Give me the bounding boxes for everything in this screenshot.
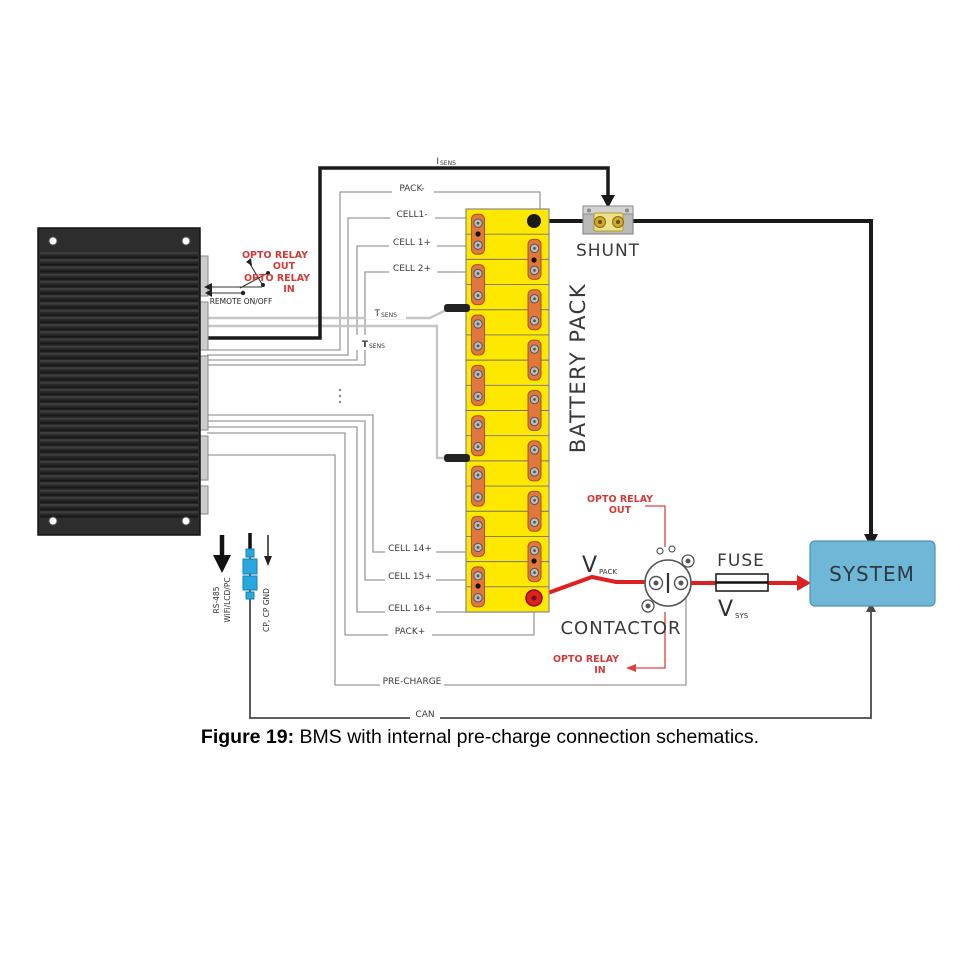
wire-opto-in (630, 612, 666, 669)
figure-caption-text: BMS with internal pre-charge connection … (294, 726, 760, 748)
wire-can (249, 548, 872, 719)
rs485-arrowhead (213, 555, 231, 573)
busbar (527, 390, 542, 431)
system-left-arrowhead (797, 575, 811, 591)
rs485-label-l2: WiFi/LCD/PC (223, 577, 232, 622)
busbar (527, 339, 542, 381)
wire-pack-minus (207, 191, 541, 351)
tsens2-label: T (362, 340, 369, 350)
cell-15p-label: CELL 15+ (388, 572, 432, 582)
wire-ellipsis (338, 388, 342, 404)
wire-labels: I SENS PACK- CELL1- CELL 1+ CELL 2+ T SE… (362, 157, 456, 720)
bms-unit (37, 227, 209, 536)
isens-label: I (436, 157, 439, 167)
rs485-label-l1: RS-485 (212, 586, 221, 613)
opto-out-contactor-l1: OPTO RELAY (587, 494, 653, 505)
busbar (471, 364, 485, 406)
cell-16p-label: CELL 16+ (388, 604, 432, 614)
system-label: SYSTEM (829, 562, 915, 586)
temp-sensor-2 (444, 454, 470, 462)
bottom-cables (213, 533, 272, 600)
pack-negative-terminal (527, 214, 541, 228)
cp-label: CP, CP GND (262, 588, 271, 632)
can-arrowhead (866, 602, 876, 612)
cell-1p-label: CELL 1+ (393, 238, 431, 248)
busbar (471, 566, 485, 608)
red-labels: OPTO RELAY OUT OPTO RELAY IN REMOTE ON/O… (210, 250, 653, 676)
pack-positive-terminal (525, 589, 543, 607)
isens-label-sub: SENS (440, 160, 456, 167)
tap-dots (475, 231, 537, 589)
tsens1-label-sub: SENS (381, 312, 397, 319)
battery-pack (444, 208, 550, 613)
wire-opto-out (645, 505, 666, 547)
vsys-label: V (718, 597, 733, 622)
battery-pack-label: BATTERY PACK (566, 283, 590, 453)
wire-pack-plus (207, 432, 535, 636)
bms-connectors (198, 255, 209, 515)
vsys-label-sub: SYS (735, 612, 749, 620)
busbar (527, 289, 542, 331)
vpack-label: V (582, 553, 597, 578)
opto-out-bms-l2: OUT (273, 261, 296, 272)
wire-isens (207, 166, 610, 340)
tsens1-label: T (374, 309, 381, 319)
bms-fins (40, 252, 198, 518)
busbar (527, 541, 542, 583)
pre-charge-label: PRE-CHARGE (383, 677, 442, 687)
busbar (471, 415, 485, 457)
component-labels: SHUNT BATTERY PACK CONTACTOR FUSE V PACK… (212, 241, 765, 639)
busbar (471, 515, 485, 557)
busbars (471, 213, 542, 608)
shunt-bolts (594, 216, 624, 228)
cell-2p-label: CELL 2+ (393, 264, 431, 274)
tsens2-label-sub: SENS (369, 343, 385, 350)
opto-out-bms-l1: OPTO RELAY (242, 250, 308, 261)
system-box: SYSTEM (809, 540, 936, 607)
wire-tsens-1 (207, 307, 449, 320)
bms-pigtails (209, 263, 269, 294)
wire-vpack (533, 574, 651, 600)
wire-tsens-2 (207, 324, 447, 460)
opto-in-contactor-l2: IN (594, 665, 606, 676)
busbar (527, 490, 542, 532)
cell1-minus-label: CELL1- (397, 210, 428, 220)
opto-in-bms-l1: OPTO RELAY (244, 273, 310, 284)
tsens-wires (207, 307, 449, 460)
contactor-coil-terminal-2 (668, 545, 676, 553)
bms-screws (48, 236, 191, 526)
cp-arrowhead (264, 556, 272, 566)
opto-wires (630, 505, 666, 669)
busbar (471, 314, 485, 356)
wire-shunt-to-system (632, 219, 873, 536)
contactor (641, 545, 695, 613)
contactor-label: CONTACTOR (560, 618, 681, 639)
remote-onoff-label: REMOTE ON/OFF (210, 297, 273, 306)
pack-plus-label: PACK+ (395, 627, 426, 637)
can-inline-connector (242, 548, 258, 600)
opto-in-bms-l2: IN (283, 284, 295, 295)
isens-arrowhead (601, 195, 615, 208)
busbar (471, 465, 485, 507)
bms-pigtail-ends (204, 258, 270, 297)
fuse-label: FUSE (717, 551, 765, 571)
can-label: CAN (415, 710, 434, 720)
fuse (715, 573, 769, 592)
busbar (471, 264, 485, 306)
figure-number: Figure 19: (200, 726, 295, 748)
opto-in-arrowhead (626, 664, 636, 672)
figure-caption: Figure 19: BMS with internal pre-charge … (0, 726, 960, 749)
shunt-label: SHUNT (576, 241, 640, 261)
label-backgrounds (352, 152, 464, 720)
opto-in-contactor-l1: OPTO RELAY (553, 654, 619, 665)
contactor-coil-terminal-1 (656, 547, 664, 555)
opto-out-contactor-l2: OUT (609, 505, 632, 516)
busbar (527, 440, 542, 482)
temp-sensor-1 (444, 304, 470, 312)
shunt (582, 205, 634, 235)
cell-14p-label: CELL 14+ (388, 544, 432, 554)
vpack-label-sub: PACK (599, 568, 617, 576)
pack-minus-label: PACK- (399, 184, 424, 194)
